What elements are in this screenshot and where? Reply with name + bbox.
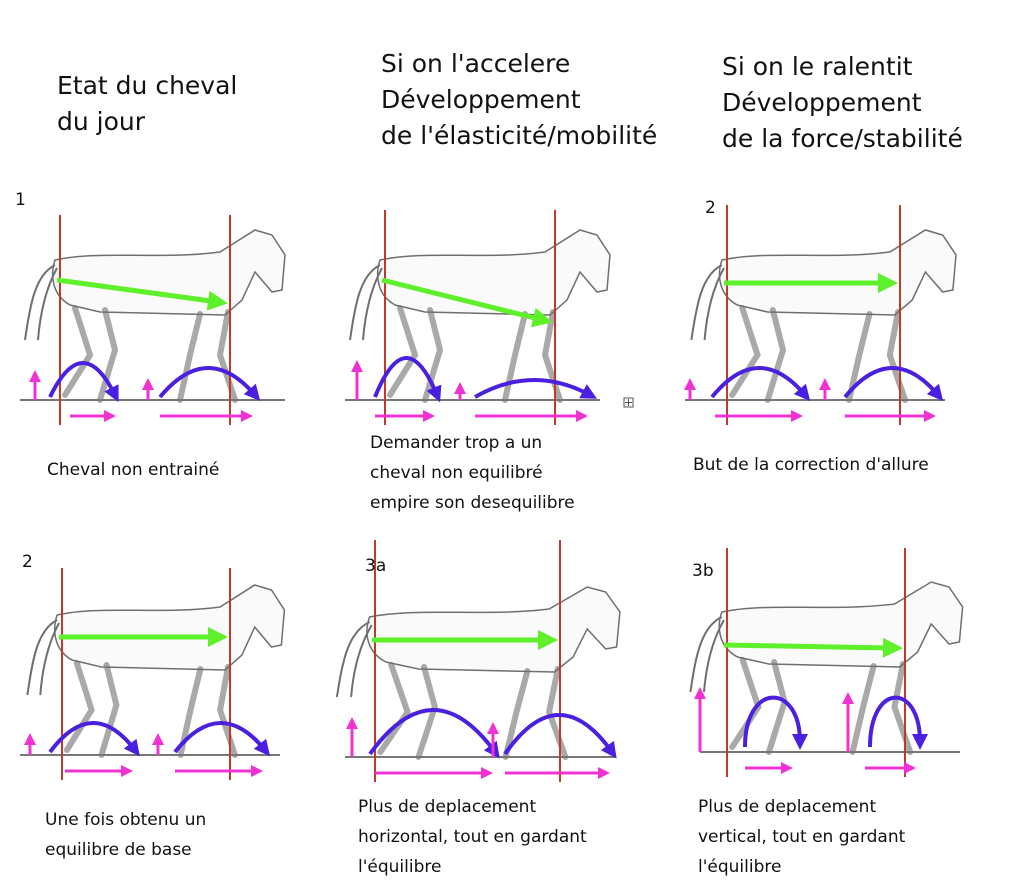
stride-arc-arrow	[868, 695, 928, 750]
panel-number: 2	[705, 198, 716, 218]
header-line: Développement	[722, 88, 922, 117]
horse-tail	[24, 264, 58, 341]
caption-line: Demander trop a un	[370, 433, 543, 453]
stride-arc-arrow	[48, 721, 140, 757]
horse-tail	[349, 264, 383, 341]
header-line: de la force/stabilité	[722, 124, 963, 153]
header-line: Développement	[381, 85, 581, 114]
stride-arc-arrow	[48, 361, 119, 403]
caption-panel-2: Demander trop a un cheval non equilibré …	[370, 428, 575, 518]
horse-tail	[26, 619, 60, 696]
caption-panel-3: But de la correction d'allure	[693, 450, 929, 480]
caption-line: equilibre de base	[45, 840, 192, 860]
body-arrow	[381, 277, 553, 328]
caption-line: Une fois obtenu un	[45, 810, 207, 830]
stride-arc-arrow	[743, 695, 808, 750]
panel-number: 3a	[365, 556, 387, 576]
horse-legs	[62, 305, 238, 403]
caption-line: Plus de deplacement	[358, 797, 537, 817]
caption-line: But de la correction d'allure	[693, 455, 929, 475]
horse-legs	[387, 305, 563, 403]
horse-body	[366, 586, 621, 673]
move-handle-icon	[623, 397, 634, 408]
header-col-2: Si on l'accelere Développement de l'élas…	[381, 46, 657, 154]
header-line: Etat du cheval	[57, 71, 238, 100]
stride-arc-arrow	[843, 366, 944, 402]
horse-legs	[729, 305, 909, 403]
horse-body	[54, 584, 286, 671]
body-arrow	[723, 637, 903, 658]
stride-arc-arrow	[373, 356, 442, 403]
header-line: de l'élasticité/mobilité	[381, 121, 658, 150]
stride-arc-arrow	[158, 366, 261, 402]
horse-body	[376, 229, 611, 316]
caption-line: Plus de deplacement	[698, 797, 877, 817]
caption-panel-6: Plus de deplacement vertical, tout en ga…	[698, 792, 905, 882]
horse-body	[718, 581, 964, 668]
horse-legs	[377, 662, 569, 760]
caption-line: cheval non equilibré	[370, 463, 543, 483]
body-arrow	[56, 277, 228, 311]
stride-arc-arrow	[710, 366, 811, 402]
horse-tail	[335, 621, 373, 698]
move-handle-icon	[625, 399, 632, 406]
caption-line: Cheval non entrainé	[47, 460, 220, 480]
panel-number: 2	[22, 552, 33, 572]
caption-line: horizontal, tout en gardant	[358, 827, 587, 847]
horse-legs	[63, 660, 238, 758]
caption-line: l'équilibre	[698, 857, 782, 877]
horse-body	[718, 229, 957, 316]
caption-line: vertical, tout en gardant	[698, 827, 906, 847]
horse-body	[51, 229, 286, 316]
horse-tail	[690, 264, 725, 341]
header-line: Si on l'accelere	[381, 49, 571, 78]
caption-panel-5: Plus de deplacement horizontal, tout en …	[358, 792, 587, 882]
panel-number: 1	[15, 190, 26, 210]
caption-line: empire son desequilibre	[370, 493, 575, 513]
header-col-1: Etat du cheval du jour	[57, 68, 237, 140]
caption-panel-4: Une fois obtenu un equilibre de base	[45, 805, 206, 865]
caption-panel-1: Cheval non entrainé	[47, 455, 219, 485]
panel-number: 3b	[692, 561, 714, 581]
stride-arc-arrow	[173, 721, 271, 757]
caption-line: l'équilibre	[358, 857, 442, 877]
horse-tail	[689, 616, 725, 693]
header-line: du jour	[57, 107, 146, 136]
header-line: Si on le ralentit	[722, 52, 913, 81]
stride-arc-arrow	[368, 708, 500, 759]
stride-arc-arrow	[503, 713, 617, 759]
header-col-3: Si on le ralentit Développement de la fo…	[722, 49, 963, 157]
stride-arc-arrow	[474, 378, 598, 399]
